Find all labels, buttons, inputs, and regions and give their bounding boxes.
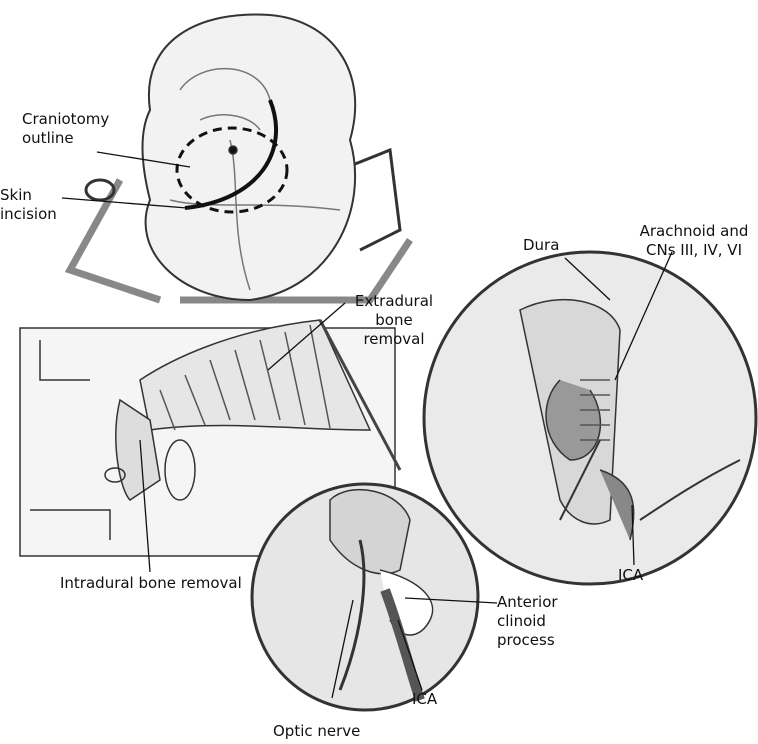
label-line: clinoid [497, 612, 546, 630]
label-line: Arachnoid and [639, 222, 749, 240]
label-line: outline [22, 129, 74, 147]
label-extradural-bone-removal: Extradural bone removal [344, 292, 444, 349]
label-line: Skin [0, 186, 32, 204]
head-in-clamp [64, 13, 413, 304]
right-microscope-view [422, 250, 758, 586]
label-line: bone [375, 311, 413, 329]
label-ica-right: ICA [618, 566, 644, 584]
label-ica-bottom: ICA [412, 690, 438, 708]
label-intradural-bone-removal: Intradural bone removal [60, 574, 242, 592]
label-skin-incision: Skin incision [0, 186, 57, 224]
leader-lines [61, 151, 673, 699]
label-optic-nerve: Optic nerve [273, 722, 361, 740]
label-line: Anterior [497, 593, 558, 611]
label-craniotomy-outline: Craniotomy outline [22, 110, 109, 148]
label-line: Craniotomy [22, 110, 110, 128]
label-dura: Dura [523, 236, 560, 254]
label-arachnoid: Arachnoid and CNs III, IV, VI [630, 222, 758, 260]
label-line: CNs III, IV, VI [646, 241, 742, 259]
label-anterior-clinoid-process: Anterior clinoid process [497, 593, 558, 650]
label-line: process [497, 631, 555, 649]
bottom-microscope-view [250, 482, 480, 712]
label-line: Extradural [354, 292, 434, 310]
label-line: removal [363, 330, 425, 348]
label-line: incision [0, 205, 57, 223]
